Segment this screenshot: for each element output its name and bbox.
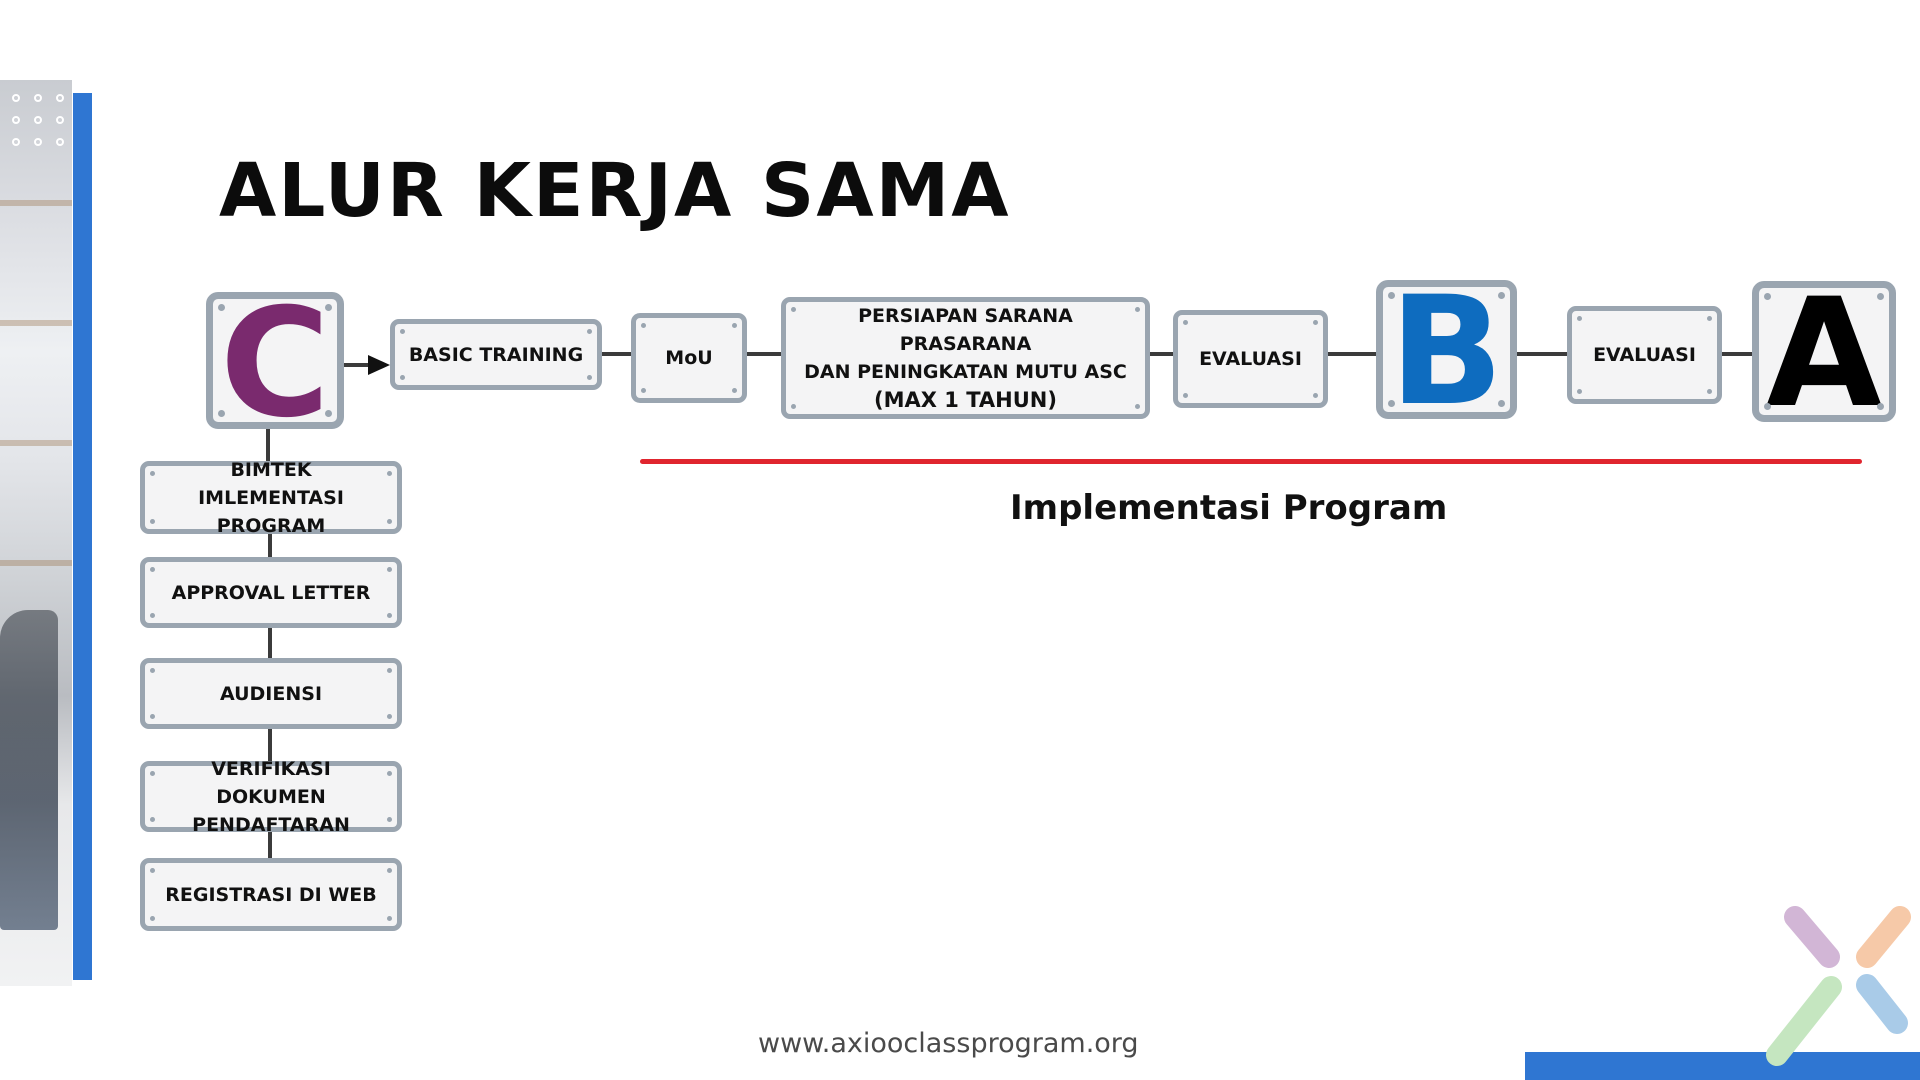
mou-box: MoU [631, 313, 747, 403]
evaluasi-box-2: EVALUASI [1567, 306, 1722, 404]
level-b-letter: B [1389, 277, 1503, 427]
warehouse-photo [0, 80, 72, 986]
registrasi-label: REGISTRASI DI WEB [165, 881, 377, 909]
dot-grid-icon [8, 92, 68, 152]
audiensi-box: AUDIENSI [140, 658, 402, 729]
bimtek-label-line2: PROGRAM [217, 512, 326, 540]
verifikasi-label-line1: VERIFIKASI DOKUMEN [155, 755, 387, 811]
approval-letter-box: APPROVAL LETTER [140, 557, 402, 628]
page-title: ALUR KERJA SAMA [219, 148, 1011, 234]
level-a-box: A [1752, 281, 1896, 422]
axioo-x-logo-icon [1755, 905, 1920, 1075]
verifikasi-label-line2: PENDAFTARAN [192, 811, 350, 839]
level-b-box: B [1376, 280, 1517, 419]
persiapan-label-line3: (MAX 1 TAHUN) [874, 386, 1057, 414]
implementation-span-line [640, 459, 1862, 464]
connector [268, 626, 272, 660]
connector [1325, 352, 1380, 356]
mou-label: MoU [665, 344, 712, 372]
persiapan-label-line1: PERSIAPAN SARANA PRASARANA [796, 302, 1135, 358]
website-url: www.axiooclassprogram.org [758, 1028, 1139, 1059]
approval-letter-label: APPROVAL LETTER [172, 579, 371, 607]
connector [1718, 352, 1753, 356]
persiapan-box: PERSIAPAN SARANA PRASARANA DAN PENINGKAT… [781, 297, 1150, 419]
bimtek-box: BIMTEK IMLEMENTASI PROGRAM [140, 461, 402, 534]
persiapan-label-line2: DAN PENINGKATAN MUTU ASC [804, 358, 1127, 386]
evaluasi-box-1: EVALUASI [1173, 310, 1328, 408]
basic-training-label: BASIC TRAINING [409, 341, 583, 369]
level-c-letter: C [220, 289, 330, 439]
audiensi-label: AUDIENSI [220, 680, 322, 708]
connector [745, 352, 783, 356]
verifikasi-box: VERIFIKASI DOKUMEN PENDAFTARAN [140, 761, 402, 832]
connector [1148, 352, 1175, 356]
implementation-label: Implementasi Program [1010, 488, 1447, 528]
evaluasi-label-2: EVALUASI [1593, 341, 1696, 369]
level-c-box: C [206, 292, 344, 429]
basic-training-box: BASIC TRAINING [390, 319, 602, 390]
connector [1514, 352, 1571, 356]
evaluasi-label-1: EVALUASI [1199, 345, 1302, 373]
connector [600, 352, 633, 356]
accent-bar-left [73, 93, 92, 980]
level-a-letter: A [1766, 279, 1882, 429]
registrasi-box: REGISTRASI DI WEB [140, 858, 402, 931]
bimtek-label-line1: BIMTEK IMLEMENTASI [155, 456, 387, 512]
